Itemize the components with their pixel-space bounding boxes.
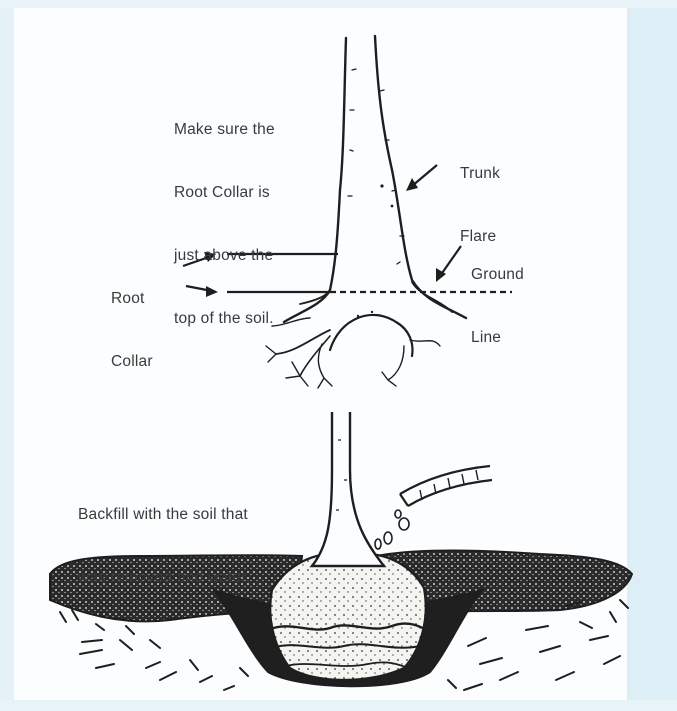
- planted-trunk: [312, 412, 384, 566]
- tree-trunk-detail: [266, 36, 466, 388]
- root-collar-note-line-2: Root Collar is: [174, 182, 275, 203]
- backfill-note-line-2: was removed and water.: [78, 567, 250, 588]
- trunk-flare-arrow-shaft: [412, 165, 437, 186]
- ground-line-label: Ground Line: [471, 222, 524, 390]
- root-collar-note-line-4: top of the soil.: [174, 308, 275, 329]
- root-collar-note: Make sure the Root Collar is just above …: [174, 77, 275, 371]
- backfill-note: Backfill with the soil that was removed …: [78, 462, 250, 630]
- root-arch: [330, 315, 412, 356]
- ground-line-line-1: Ground: [471, 264, 524, 285]
- ground-line-line-2: Line: [471, 327, 524, 348]
- water-drops: [375, 510, 409, 549]
- root-ball: [270, 552, 426, 680]
- ground-line-arrow-shaft: [440, 246, 461, 276]
- backfill-note-line-1: Backfill with the soil that: [78, 504, 250, 525]
- root-collar-line-1: Root: [111, 288, 153, 309]
- root-collar-note-line-1: Make sure the: [174, 119, 275, 140]
- trunk-left-edge: [284, 38, 346, 322]
- root-collar-note-line-3: just above the: [174, 245, 275, 266]
- root-collar-line-2: Collar: [111, 351, 153, 372]
- trunk-right-edge: [375, 36, 466, 318]
- trunk-flare-line-1: Trunk: [460, 163, 500, 184]
- root-collar-label: Root Collar: [111, 246, 153, 414]
